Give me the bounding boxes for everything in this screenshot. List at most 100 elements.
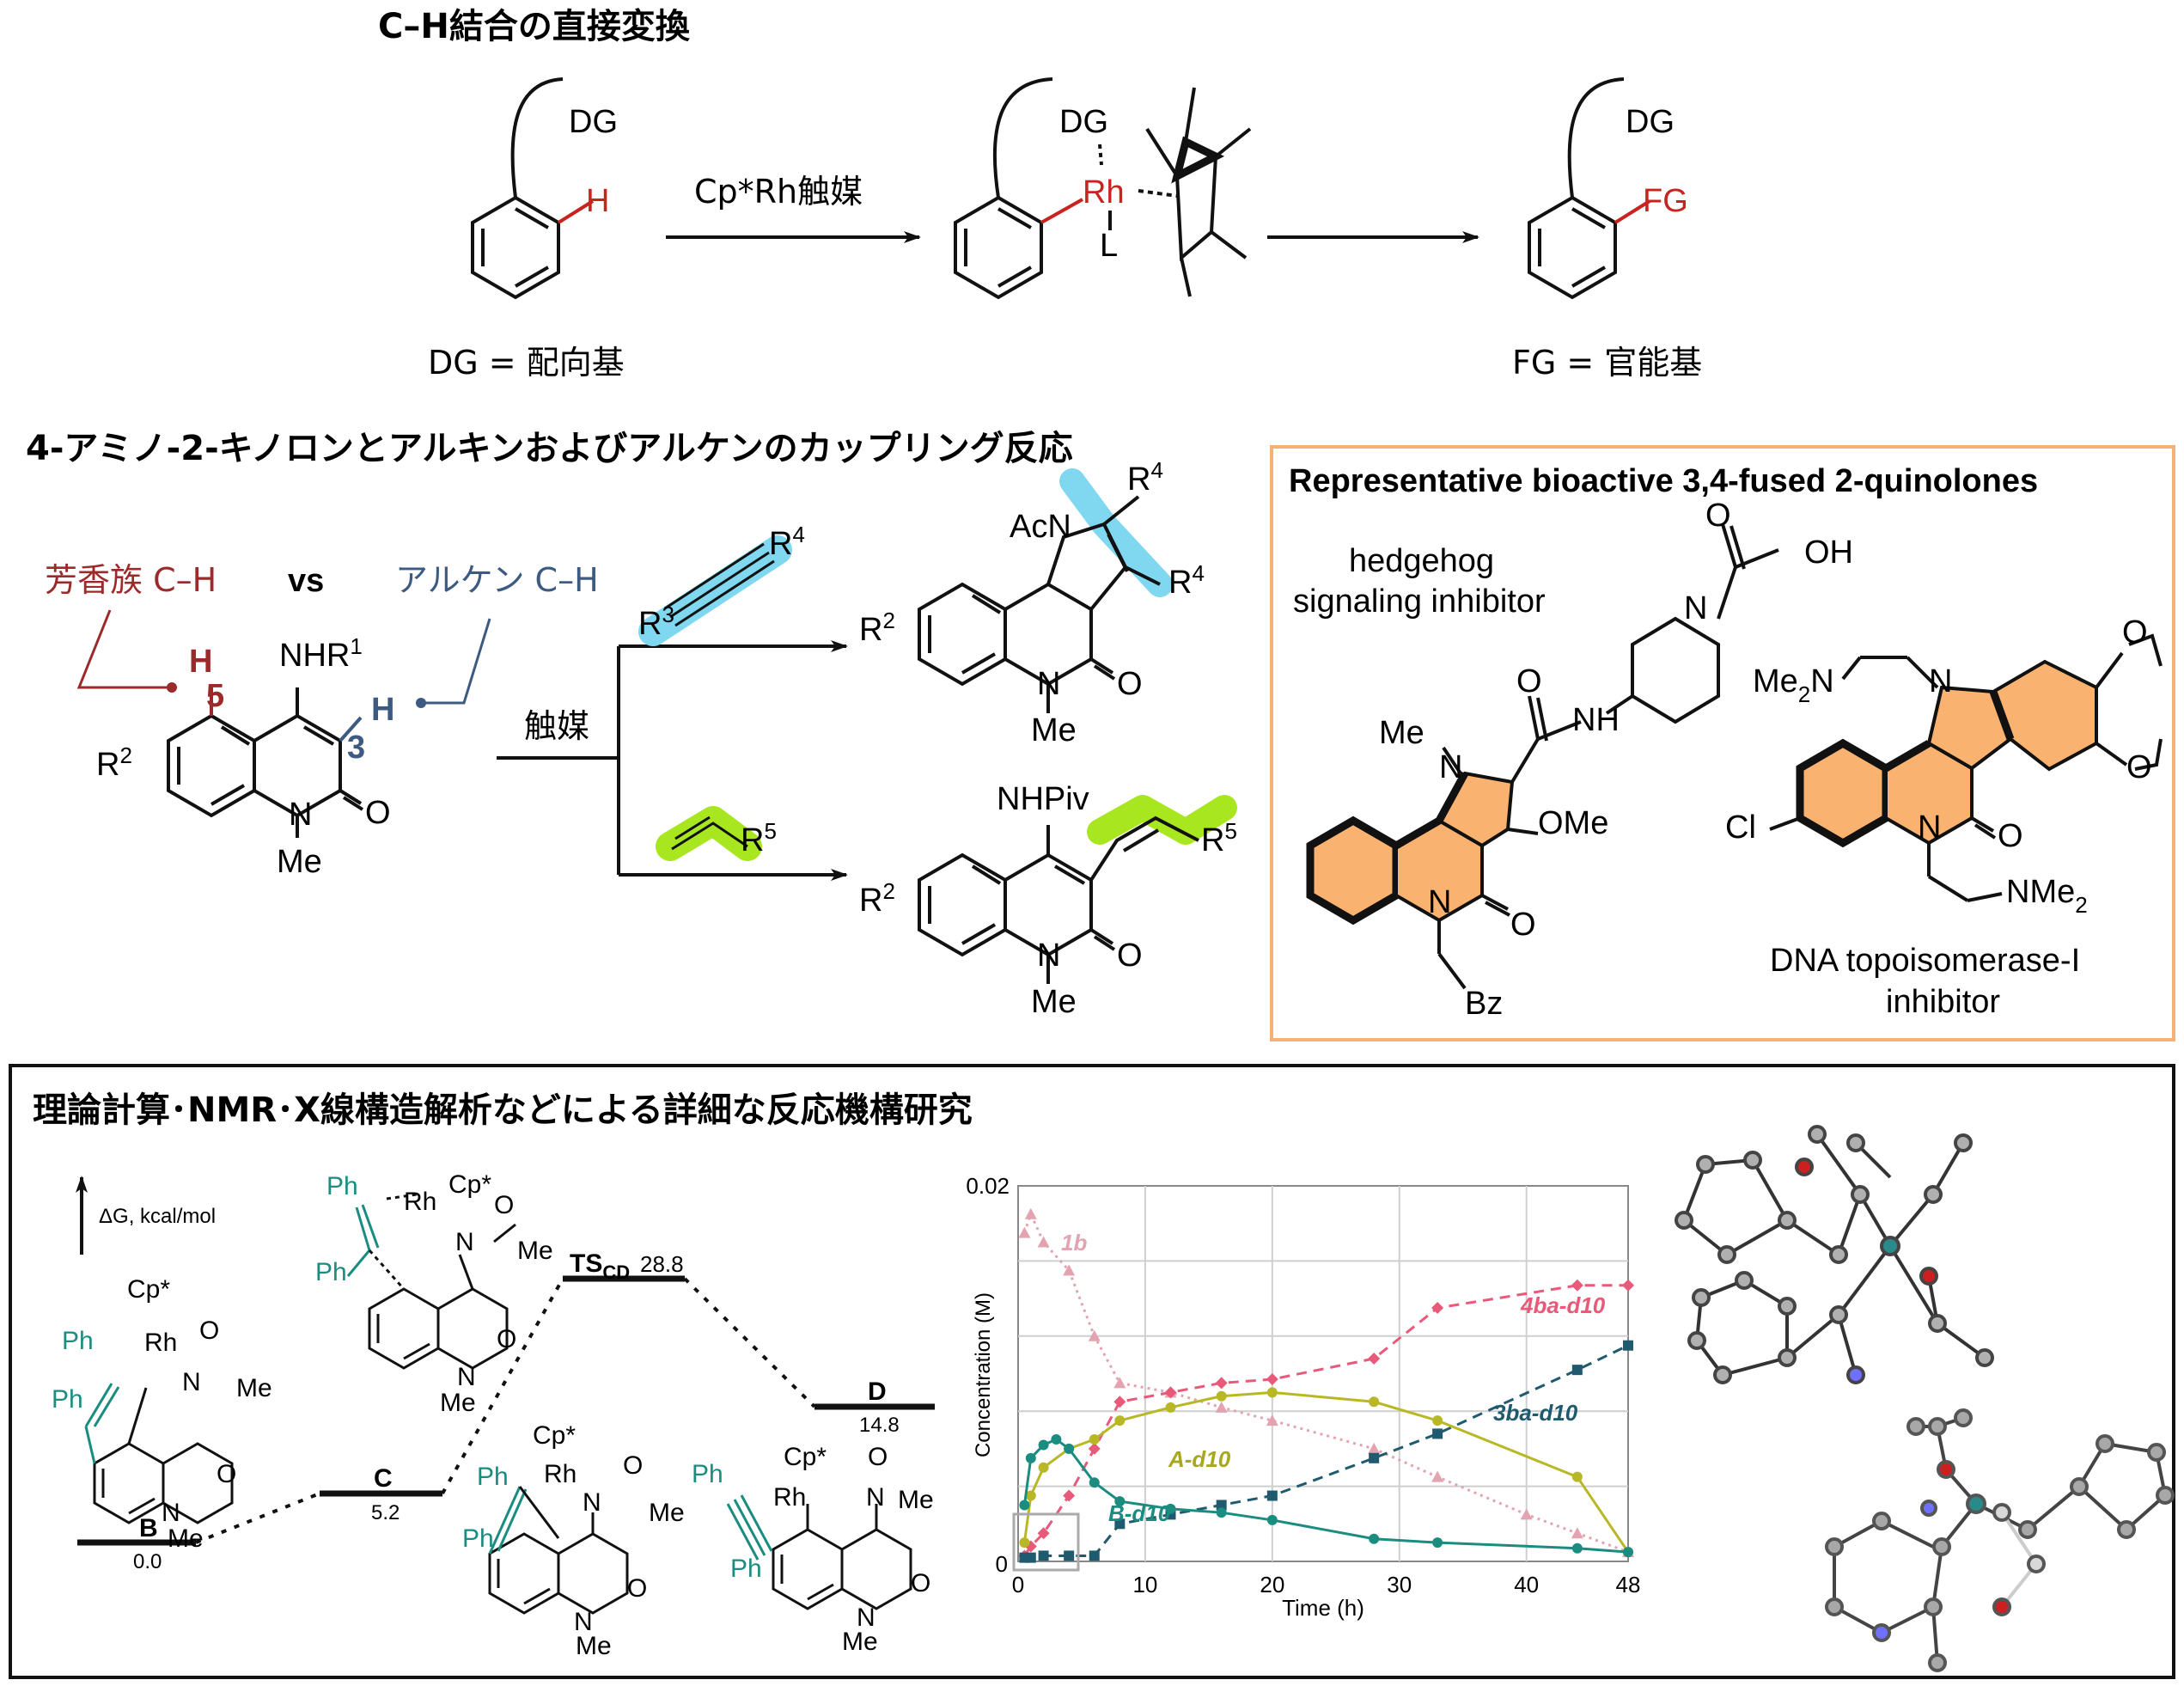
d-o-lactam: O: [911, 1569, 930, 1597]
hedgehog-line1: hedgehog: [1349, 543, 1494, 579]
alkene-product: [918, 795, 1237, 984]
section2-title: 4-アミノ-2-キノロンとアルキンおよびアルケンのカップリング反応: [26, 429, 1073, 468]
dg-label-2: DG: [1059, 104, 1108, 140]
series-4-point-8: [1216, 1507, 1227, 1518]
r2-product1: R2: [859, 608, 895, 648]
c-ph-bottom: Ph: [462, 1524, 494, 1553]
series-1-point-5: [1113, 1396, 1126, 1408]
y-tick-zero: 0: [996, 1551, 1008, 1577]
alkene-dot: [416, 698, 426, 708]
me-product2: Me: [1031, 984, 1077, 1020]
legend-1b: 1b: [1061, 1230, 1087, 1255]
series-3-point-11: [1571, 1471, 1583, 1482]
series-1-point-4: [1088, 1442, 1101, 1455]
h-label: H: [586, 183, 609, 219]
c-rh: Rh: [544, 1460, 577, 1488]
series-0-point-2: [1037, 1236, 1050, 1248]
c-n: N: [583, 1488, 601, 1517]
c-structure: [488, 1486, 629, 1615]
dg-axis-label: ΔG, kcal/mol: [99, 1205, 216, 1228]
chart-series: [1018, 1207, 1634, 1563]
ts-cp: Cp*: [448, 1170, 491, 1199]
ts-ph-bottom: Ph: [315, 1258, 347, 1286]
pos5-label: 5: [206, 678, 224, 714]
series-1-point-3: [1063, 1489, 1076, 1502]
state-d-label: D: [868, 1378, 887, 1406]
ts-structure: [346, 1193, 516, 1370]
series-2-point-9: [1369, 1452, 1380, 1463]
hh-nh: NH: [1572, 702, 1620, 738]
xray-structure-top: [1675, 1125, 1994, 1384]
hedgehog-line2: signaling inhibitor: [1293, 583, 1546, 620]
series-4-point-4: [1064, 1443, 1075, 1454]
series-0-point-3: [1063, 1264, 1076, 1276]
hh-bz: Bz: [1465, 986, 1503, 1022]
catalyst2-label: 触媒: [524, 707, 589, 745]
series-1-point-8: [1266, 1373, 1278, 1386]
b-me: Me: [236, 1374, 272, 1402]
series-0-point-11: [1520, 1508, 1533, 1520]
bioactive-panel: Representative bioactive 3,4-fused 2-qui…: [1270, 445, 2175, 1042]
alkyne-reagent: [638, 535, 792, 646]
series-3-point-9: [1369, 1396, 1380, 1408]
series-0-point-7: [1215, 1401, 1228, 1413]
alkene-pointer: [421, 618, 491, 705]
series-2-point-12: [1623, 1340, 1633, 1351]
nhpiv-atom: NHPiv: [997, 781, 1089, 817]
series-4-point-9: [1266, 1514, 1278, 1525]
topo-n-lactam: N: [1918, 809, 1941, 846]
r4-bottom-atom: R4: [1168, 560, 1205, 601]
series-3-point-1: [1025, 1490, 1036, 1501]
c-o-lactam: O: [627, 1574, 647, 1603]
d-ph-top: Ph: [692, 1460, 723, 1488]
chart-ylabel: Concentration (M): [972, 1292, 995, 1457]
series-3-point-0: [1019, 1537, 1030, 1549]
hh-me: Me: [1379, 715, 1424, 751]
hh-o-amide: O: [1516, 663, 1542, 699]
x-tick-0: 0: [1012, 1572, 1024, 1597]
aromatic-dot: [167, 682, 177, 693]
legend-b: B-d10: [1108, 1500, 1171, 1526]
series-2-point-7: [1216, 1500, 1227, 1511]
b-cp: Cp*: [127, 1275, 170, 1304]
series-2-point-1: [1025, 1552, 1036, 1563]
series-2-point-10: [1432, 1428, 1443, 1439]
hedgehog-inhibitor-structure: [1306, 523, 1779, 990]
chart-inset-highlight: [1012, 1512, 1080, 1572]
x-tick-30: 30: [1387, 1572, 1412, 1597]
alkene-ch-label: アルケン C–H: [395, 561, 599, 599]
h3-atom: H: [371, 692, 394, 728]
hh-oh: OH: [1804, 535, 1853, 571]
section-mechanism: 理論計算･NMR･X線構造解析などによる詳細な反応機構研究 ΔG, kcal/m…: [9, 1064, 2175, 1679]
series-1-point-6: [1164, 1386, 1177, 1399]
x-tick-20: 20: [1260, 1572, 1284, 1597]
state-d-energy: 14.8: [859, 1414, 900, 1437]
o-product2: O: [1117, 938, 1143, 974]
topo-me2n: Me2N: [1753, 663, 1834, 707]
series-3-point-5: [1114, 1415, 1126, 1426]
series-2-point-5: [1114, 1518, 1126, 1530]
b-n-lactam: N: [162, 1499, 180, 1527]
chart-grid: [1018, 1186, 1628, 1561]
series-3-point-7: [1216, 1390, 1227, 1402]
series-0-point-0: [1018, 1226, 1031, 1238]
series-1-point-11: [1571, 1279, 1583, 1292]
rh-label: Rh: [1083, 174, 1125, 211]
legend-3ba: 3ba-d10: [1493, 1400, 1578, 1426]
bioactive-title: Representative bioactive 3,4-fused 2-qui…: [1289, 463, 2038, 499]
hh-ome: OMe: [1538, 805, 1608, 841]
alkene-reagent: [656, 806, 762, 861]
h5-atom: H: [189, 644, 212, 680]
section1-title: C–H結合の直接変換: [378, 7, 691, 46]
series-0-point-8: [1266, 1414, 1278, 1426]
series-2-point-2: [1038, 1550, 1049, 1561]
acn-atom: AcN: [1010, 509, 1071, 545]
series-4-point-6: [1114, 1496, 1126, 1507]
d-ph-bottom: Ph: [730, 1555, 762, 1583]
c-me-n: Me: [576, 1632, 612, 1660]
series-4-point-3: [1051, 1433, 1062, 1445]
vs-label: vs: [288, 563, 324, 599]
state-ts-label: TSCD: [570, 1249, 630, 1283]
